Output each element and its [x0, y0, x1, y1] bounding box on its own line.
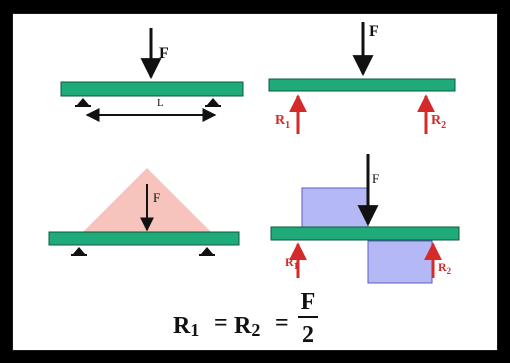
beam	[60, 81, 244, 97]
fraction-numerator: F	[301, 289, 316, 315]
panel-bending-moment: F	[48, 168, 240, 256]
beam	[48, 231, 240, 246]
fraction-denominator: 2	[302, 322, 314, 348]
load-label: F	[372, 171, 379, 186]
span-label: L	[157, 97, 164, 109]
diagram-panel: F L F R1 R2	[12, 13, 498, 351]
panel-shear-force: F R1 R2	[270, 154, 460, 284]
right-support-icon	[205, 98, 221, 107]
panel-free-body: F R1 R2	[268, 22, 456, 134]
load-label: F	[369, 23, 379, 40]
shear-block-positive	[301, 187, 369, 229]
equation-equals-1: =	[214, 310, 228, 336]
reaction-left-label: R1	[275, 113, 290, 131]
load-label: F	[153, 190, 160, 205]
reaction-left-label: R1	[285, 255, 299, 271]
right-support-icon	[199, 247, 215, 256]
reaction-right-label: R2	[431, 113, 446, 131]
beam	[270, 226, 460, 241]
equation-r1: R1	[173, 313, 199, 340]
panel-simply-supported-beam: F L	[60, 28, 244, 122]
equation-r2: R2	[234, 313, 260, 340]
beam	[268, 78, 456, 92]
left-support-icon	[75, 98, 91, 107]
shear-block-negative	[367, 240, 433, 284]
left-support-icon	[71, 247, 87, 256]
load-label: F	[159, 45, 169, 62]
reaction-right-label: R2	[438, 260, 452, 276]
beam-diagram: F L F R1 R2	[48, 22, 460, 348]
equation-equals-2: =	[275, 310, 289, 336]
reaction-equation: R1 = R2 = F 2	[173, 289, 318, 348]
